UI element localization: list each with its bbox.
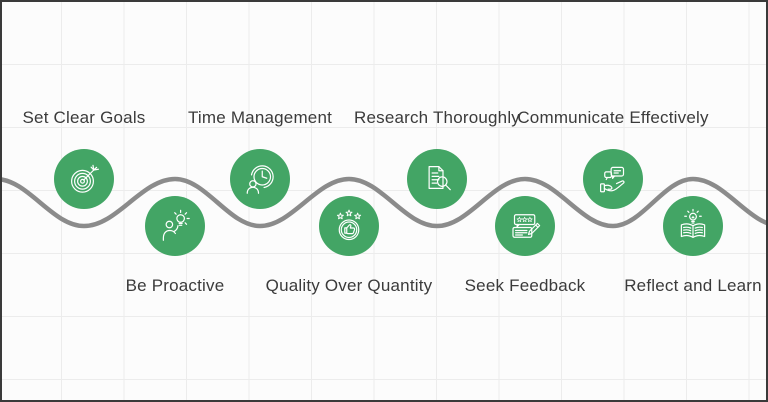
milestone-research-thoroughly: Research Thoroughly bbox=[354, 108, 520, 209]
milestone-be-proactive: Be Proactive bbox=[126, 196, 224, 295]
milestone-label: Quality Over Quantity bbox=[265, 276, 433, 295]
milestone-label: Be Proactive bbox=[125, 276, 225, 295]
milestone-set-clear-goals: Set Clear Goals bbox=[23, 108, 145, 209]
book-idea-icon bbox=[680, 208, 706, 238]
milestone-label: Research Thoroughly bbox=[353, 108, 521, 127]
document-magnifier-icon bbox=[428, 166, 451, 191]
milestone-circle bbox=[54, 149, 114, 209]
milestone-quality-over-quantity: Quality Over Quantity bbox=[266, 196, 432, 295]
person-idea-icon bbox=[162, 209, 190, 241]
hand-chat-bubbles-icon bbox=[600, 166, 625, 193]
clock-person-icon bbox=[246, 165, 274, 194]
milestone-label: Seek Feedback bbox=[464, 276, 586, 295]
milestone-circle bbox=[663, 196, 723, 256]
milestone-circle bbox=[230, 149, 290, 209]
milestone-label: Communicate Effectively bbox=[517, 108, 709, 127]
milestone-label: Time Management bbox=[187, 108, 333, 127]
milestone-circle bbox=[495, 196, 555, 256]
milestone-label: Reflect and Learn bbox=[624, 276, 762, 295]
milestone-seek-feedback: Seek Feedback bbox=[465, 196, 585, 295]
target-goal-icon bbox=[71, 164, 99, 193]
milestone-circle bbox=[407, 149, 467, 209]
milestone-reflect-and-learn: Reflect and Learn bbox=[624, 196, 762, 295]
milestone-circle bbox=[583, 149, 643, 209]
thumbs-up-stars-icon bbox=[336, 209, 362, 241]
review-pencil-icon bbox=[512, 214, 541, 238]
milestone-time-management: Time Management bbox=[188, 108, 332, 209]
milestone-circle bbox=[319, 196, 379, 256]
milestone-circle bbox=[145, 196, 205, 256]
milestone-label: Set Clear Goals bbox=[22, 108, 146, 127]
milestone-communicate-effectively: Communicate Effectively bbox=[517, 108, 708, 209]
